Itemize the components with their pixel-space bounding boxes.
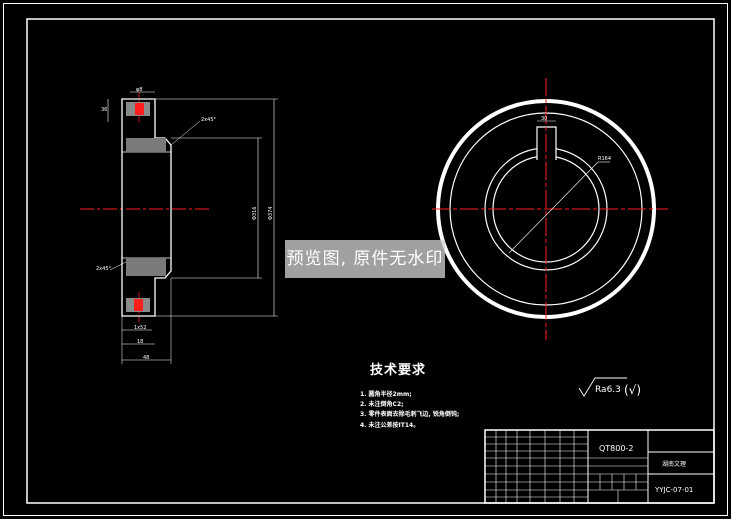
dim-bore-height: Φ316 [252, 207, 258, 220]
dim-keyway-width: 30 [541, 116, 547, 122]
title-material: QT800-2 [599, 444, 633, 453]
outer-frame [3, 3, 728, 516]
dim-chamfer-top: 2x45° [201, 117, 217, 123]
tech-item-1: 1. 圆角半径2mm; [360, 390, 412, 398]
dim-right-radius: R164 [598, 156, 611, 162]
dim-outer-height: Φ374 [268, 207, 274, 220]
dim-chamfer-bottom: 2x45° [96, 266, 112, 272]
hatch-bottom-hub [126, 258, 166, 276]
title-block: QT800-2 湖南文理 YYJC-07-01 [484, 429, 715, 504]
title-company: 湖南文理 [662, 460, 686, 468]
roughness-symbol: Ra6.3 (√) [578, 377, 641, 397]
end-view: 30 R164 [432, 78, 668, 340]
roughness-label: Ra6.3 [595, 385, 621, 395]
radius-leader [508, 161, 599, 254]
hole-top [135, 103, 144, 115]
tech-title: 技术要求 [370, 362, 426, 378]
dim-top-width: φ8 [136, 87, 142, 93]
leader-chamfer-bottom [109, 261, 127, 271]
tech-item-2: 2. 未注倒角C2; [360, 400, 404, 408]
title-drawing-no: YYJC-07-01 [654, 486, 693, 494]
dim-left-small: 36 [101, 107, 107, 113]
dim-overall-width: 48 [143, 355, 149, 361]
tech-item-3: 3. 零件表面去除毛刺飞边, 锐角倒钝; [360, 410, 459, 418]
hatch-top-hub [126, 138, 166, 152]
roughness-suffix: (√) [624, 383, 641, 397]
tech-item-4: 4. 未注公差按IT14。 [360, 421, 419, 429]
inner-frame [26, 18, 715, 504]
section-view: φ8 36 2x45° 2x45° Φ316 Φ374 1x52 18 48 [80, 87, 278, 364]
dim-bottom-small: 1x52 [134, 325, 147, 331]
section-outline [121, 98, 172, 317]
dim-bottom-mid: 18 [137, 339, 143, 345]
hole-bottom [134, 299, 143, 311]
preview-watermark: 预览图, 原件无水印 [285, 240, 445, 278]
leader-chamfer-top [170, 120, 201, 146]
